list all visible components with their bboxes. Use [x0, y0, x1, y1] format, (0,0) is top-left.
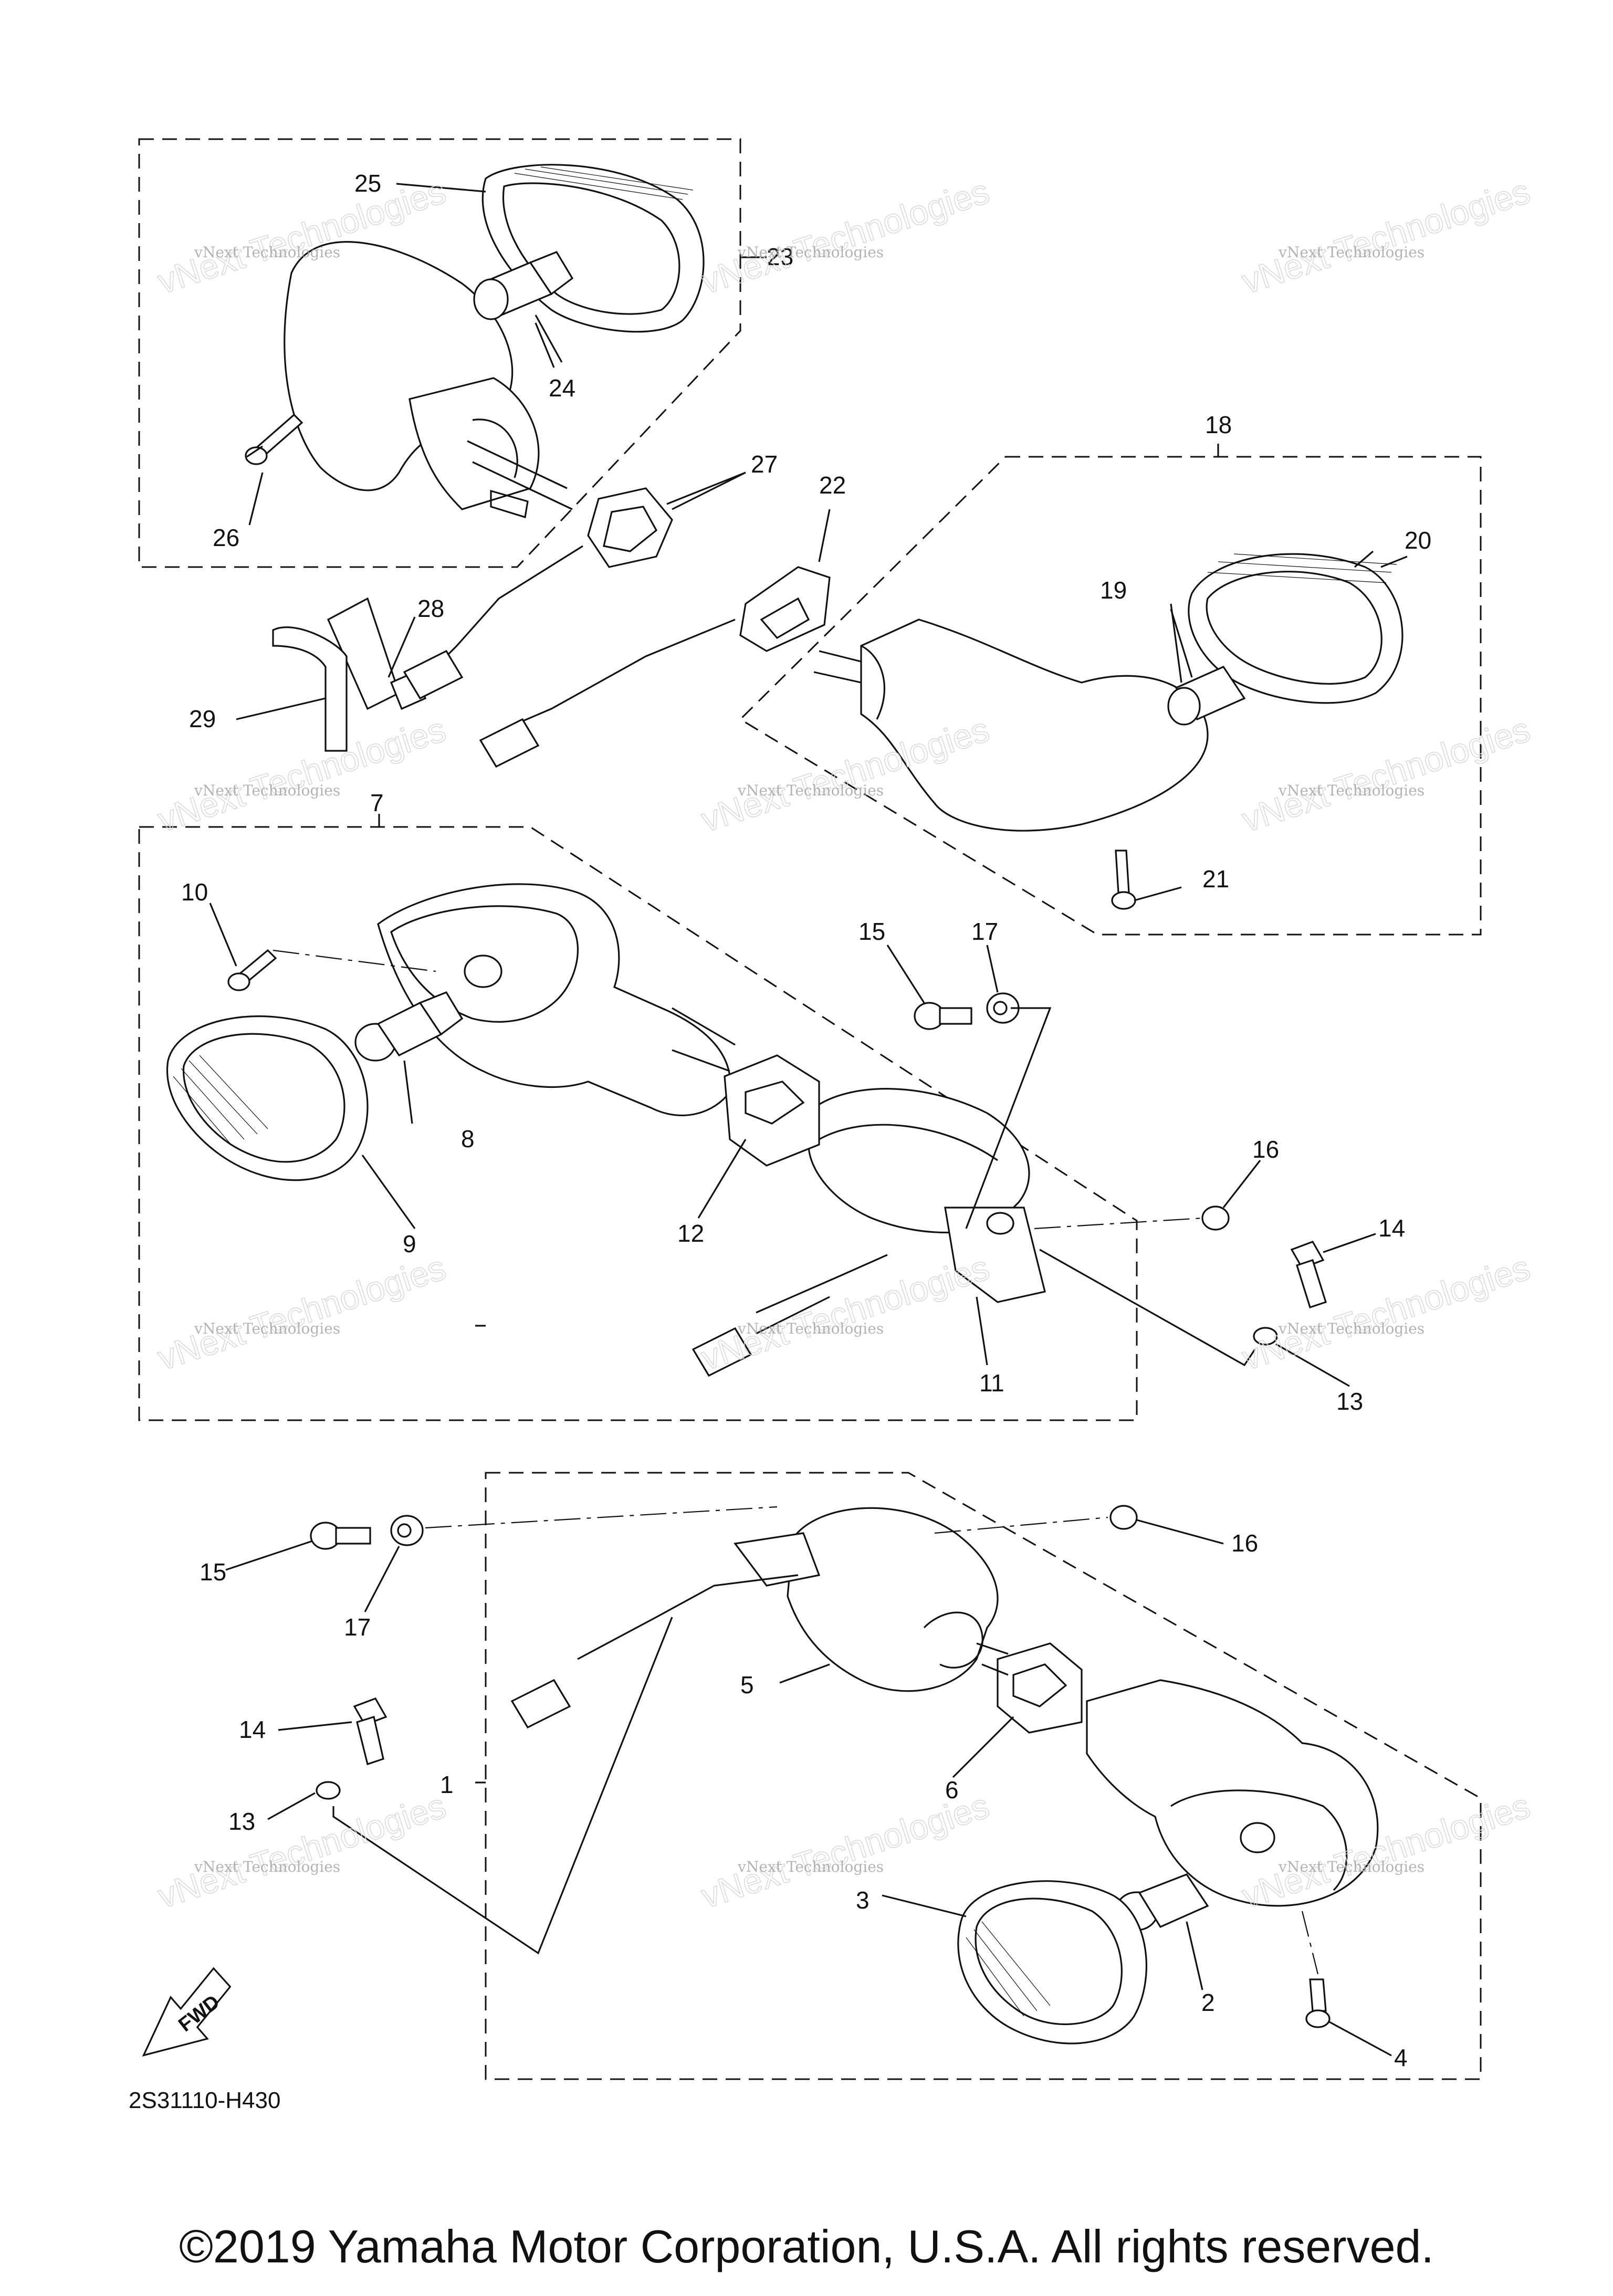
screw-4 [1305, 1978, 1331, 2028]
bolt-14-b [353, 1697, 387, 1766]
bulb-8 [354, 991, 464, 1062]
callout-13-b: 13 [228, 1808, 255, 1835]
nut-13-a [1253, 1327, 1278, 1346]
callout-6: 6 [945, 1776, 959, 1804]
svg-text:vNext Technologies: vNext Technologies [1278, 782, 1425, 799]
copyright-notice: ©2019 Yamaha Motor Corporation, U.S.A. A… [179, 2220, 1434, 2272]
callout-11: 11 [979, 1369, 1004, 1397]
clamp-22 [739, 566, 831, 652]
callout-5: 5 [740, 1671, 754, 1699]
bulb-19 [1167, 665, 1246, 726]
callout-8: 8 [461, 1125, 475, 1152]
callout-12: 12 [677, 1220, 704, 1247]
lens-9 [166, 1015, 369, 1181]
screw-21 [1111, 850, 1136, 910]
bulb-24 [473, 251, 574, 320]
connector-a [403, 649, 464, 700]
clip-28 [327, 597, 427, 710]
svg-text:vNext Technologies: vNext Technologies [1237, 171, 1534, 301]
svg-text:vNext Technologies: vNext Technologies [737, 244, 884, 261]
svg-text:vNext Technologies: vNext Technologies [1278, 244, 1425, 261]
callout-17: 17 [971, 918, 998, 945]
group-box-18 [739, 456, 1482, 936]
fwd-arrow: FWD [142, 1967, 232, 2057]
lamp-housing-18 [813, 618, 1209, 832]
group-box-23 [138, 138, 741, 568]
callout-26: 26 [213, 524, 239, 551]
callout-24: 24 [549, 374, 575, 402]
damper-6 [997, 1642, 1083, 1734]
callout-4: 4 [1394, 2044, 1408, 2071]
svg-text:vNext Technologies: vNext Technologies [194, 782, 340, 799]
callout-7: 7 [370, 789, 384, 816]
screw-26 [245, 413, 303, 465]
callout-14-b: 14 [239, 1716, 266, 1743]
bracket-27 [587, 487, 673, 568]
callout-15: 15 [858, 918, 885, 945]
svg-text:vNext Technologies: vNext Technologies [696, 1247, 993, 1377]
callout-23: 23 [767, 243, 793, 270]
svg-text:vNext Technologies: vNext Technologies [153, 1786, 450, 1915]
svg-text:vNext Technologies: vNext Technologies [153, 1247, 450, 1377]
svg-text:vNext Technologies: vNext Technologies [194, 244, 340, 261]
svg-text:vNext Technologies: vNext Technologies [737, 782, 884, 799]
callout-14: 14 [1378, 1214, 1405, 1242]
group-box-1 [485, 1472, 1482, 2080]
callout-15-b: 15 [200, 1558, 226, 1586]
bolt-15-a [914, 1002, 972, 1030]
connector-d [510, 1679, 571, 1729]
lens-20 [1188, 553, 1403, 704]
svg-text:vNext Technologies: vNext Technologies [737, 1320, 884, 1337]
svg-text:vNext Technologies: vNext Technologies [194, 1320, 340, 1337]
connector-b [479, 718, 540, 768]
svg-text:vNext Technologies: vNext Technologies [1237, 1247, 1534, 1377]
callout-16-b: 16 [1231, 1529, 1258, 1557]
damper-12 [724, 1054, 820, 1167]
callout-27: 27 [751, 450, 778, 478]
callout-22: 22 [819, 471, 846, 499]
callout-18: 18 [1205, 411, 1232, 438]
lamp-housing-1 [1086, 1679, 1379, 1907]
lens-3 [957, 1880, 1147, 2045]
svg-text:vNext Technologies: vNext Technologies [1237, 709, 1534, 839]
bolt-14-a [1290, 1241, 1327, 1309]
connector-c [692, 1327, 752, 1377]
collar-17-b [390, 1515, 424, 1546]
callout-21: 21 [1202, 865, 1229, 893]
callout-2: 2 [1201, 1989, 1215, 2016]
callout-29: 29 [189, 705, 216, 732]
callout-13: 13 [1336, 1388, 1363, 1415]
bracket-11 [808, 1088, 1046, 1303]
nut-13-b [316, 1781, 341, 1800]
collar-16-b [1109, 1505, 1138, 1530]
band-29 [272, 626, 348, 752]
group-box-7 [138, 826, 1138, 1421]
screw-10 [227, 949, 277, 991]
callout-1: 1 [440, 1771, 454, 1798]
lamp-housing-7 [377, 883, 731, 1116]
svg-text:vNext Technologies: vNext Technologies [1278, 1320, 1425, 1337]
callout-9: 9 [403, 1230, 416, 1257]
bolt-15-b [310, 1522, 371, 1550]
callout-25: 25 [354, 170, 381, 197]
svg-text:vNext Technologies: vNext Technologies [696, 1786, 993, 1915]
callout-19: 19 [1100, 576, 1127, 604]
svg-text:vNext Technologies: vNext Technologies [1278, 1858, 1425, 1875]
diagram-code: 2S31110-H430 [129, 2088, 280, 2113]
svg-text:vNext Technologies: vNext Technologies [737, 1858, 884, 1875]
callout-17-b: 17 [344, 1613, 371, 1641]
bracket-5 [734, 1507, 999, 1692]
callout-20: 20 [1405, 527, 1431, 554]
callout-3: 3 [856, 1886, 870, 1914]
callout-16: 16 [1252, 1136, 1279, 1163]
collar-16-a [1201, 1205, 1230, 1231]
svg-text:vNext Technologies: vNext Technologies [194, 1858, 340, 1875]
lamp-housing-top-left [284, 241, 573, 519]
callout-10: 10 [181, 878, 208, 906]
callout-28: 28 [417, 595, 444, 622]
